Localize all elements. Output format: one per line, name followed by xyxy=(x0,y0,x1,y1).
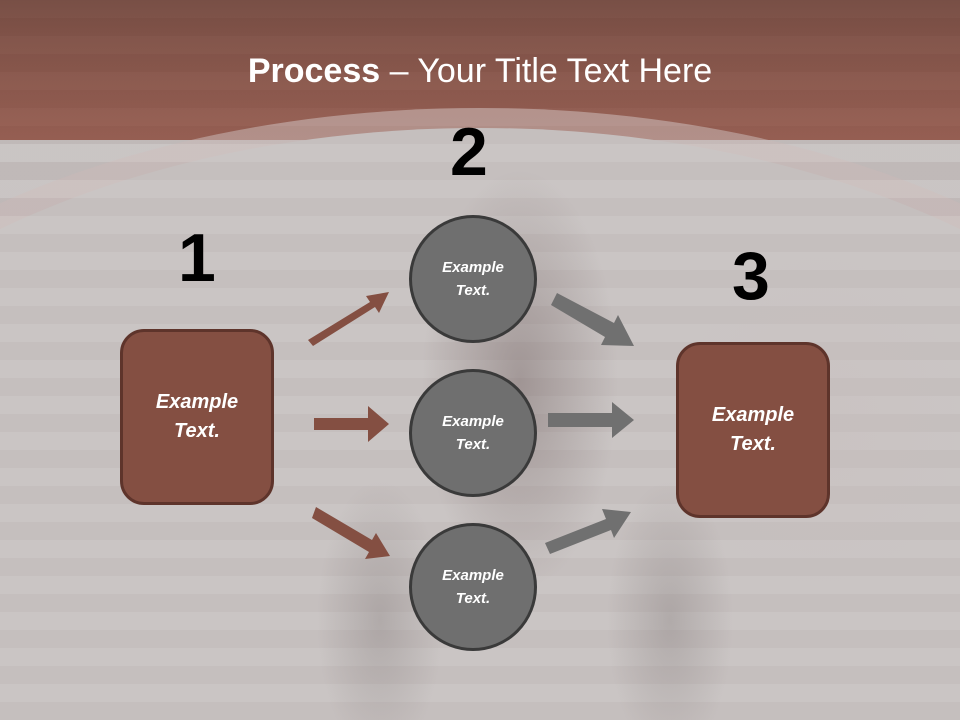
left-arrows xyxy=(308,292,390,559)
step-number-2: 2 xyxy=(450,114,488,190)
title-bold: Process xyxy=(247,52,381,90)
step-2-circle-1[interactable]: Example Text. xyxy=(409,215,537,343)
step-3-box[interactable]: Example Text. xyxy=(676,342,830,518)
circle-1-label: Example Text. xyxy=(442,259,504,299)
step-3-label: Example Text. xyxy=(711,404,795,455)
arrow-down-right-icon xyxy=(551,293,634,346)
circle-3-label: Example Text. xyxy=(442,567,504,607)
arrow-right-icon xyxy=(314,406,389,442)
step-2-circle-3[interactable]: Example Text. xyxy=(409,523,537,651)
step-number-1: 1 xyxy=(178,220,216,296)
step-2-circle-2[interactable]: Example Text. xyxy=(409,369,537,497)
arrow-down-right-icon xyxy=(312,507,390,559)
slide-title: Process – Your Title Text Here xyxy=(0,52,960,91)
title-rest: – Your Title Text Here xyxy=(380,52,713,90)
circle-2-label: Example Text. xyxy=(442,413,504,453)
arrow-up-right-icon xyxy=(308,292,389,346)
arrow-right-icon xyxy=(548,402,634,438)
right-arrows xyxy=(545,293,634,554)
step-1-label: Example Text. xyxy=(155,391,239,442)
step-number-3: 3 xyxy=(732,238,770,314)
arrow-up-right-icon xyxy=(545,509,631,554)
step-1-box[interactable]: Example Text. xyxy=(120,329,274,505)
